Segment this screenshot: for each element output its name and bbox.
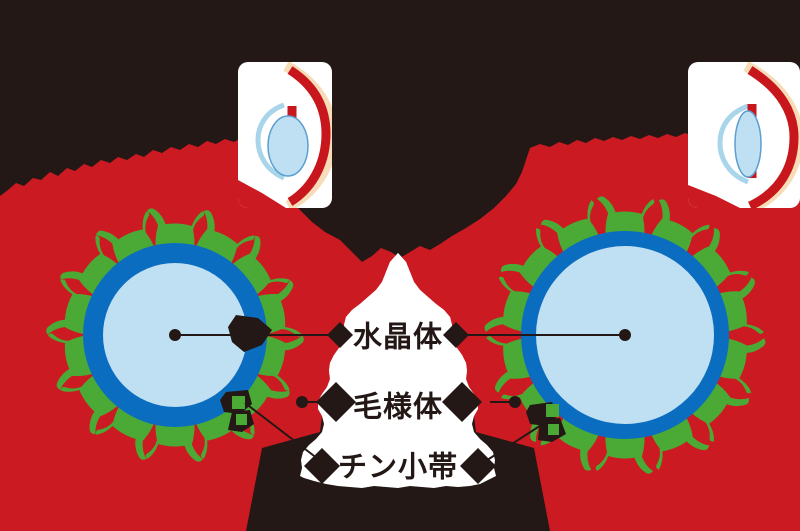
left-zonule-green-accent [232, 396, 245, 409]
lens-marker-left [327, 322, 353, 348]
right-zonule-green-accent [546, 404, 559, 417]
zonule-marker-right [460, 448, 496, 484]
leader-lens [169, 322, 631, 348]
leader-zonule [244, 402, 553, 484]
left-zonule-green-accent-2 [236, 414, 247, 425]
ciliary-marker-right [442, 382, 482, 422]
inset-left-vessel-outer [287, 66, 331, 206]
left-ciliary-muscle-shadow [228, 315, 272, 352]
inset-right-tissue-corner [688, 185, 740, 208]
inset-right-eye-cross-section [688, 62, 800, 208]
inset-right-cornea [717, 103, 750, 185]
ciliary-marker-left [316, 382, 356, 422]
inset-left-tissue-corner [238, 180, 286, 208]
leader-ciliary [296, 382, 521, 422]
inset-left-eye-cross-section [238, 62, 332, 208]
center-white-wedge-lower [300, 253, 496, 488]
inset-right-lens [734, 110, 762, 178]
inset-left-cornea [255, 102, 286, 181]
lens-marker-right [443, 322, 469, 348]
inset-left-lens [267, 115, 309, 177]
zonule-marker-left [304, 448, 340, 484]
right-zonule-green-accent-2 [548, 424, 559, 435]
inset-right-vessel-outer [747, 66, 799, 208]
